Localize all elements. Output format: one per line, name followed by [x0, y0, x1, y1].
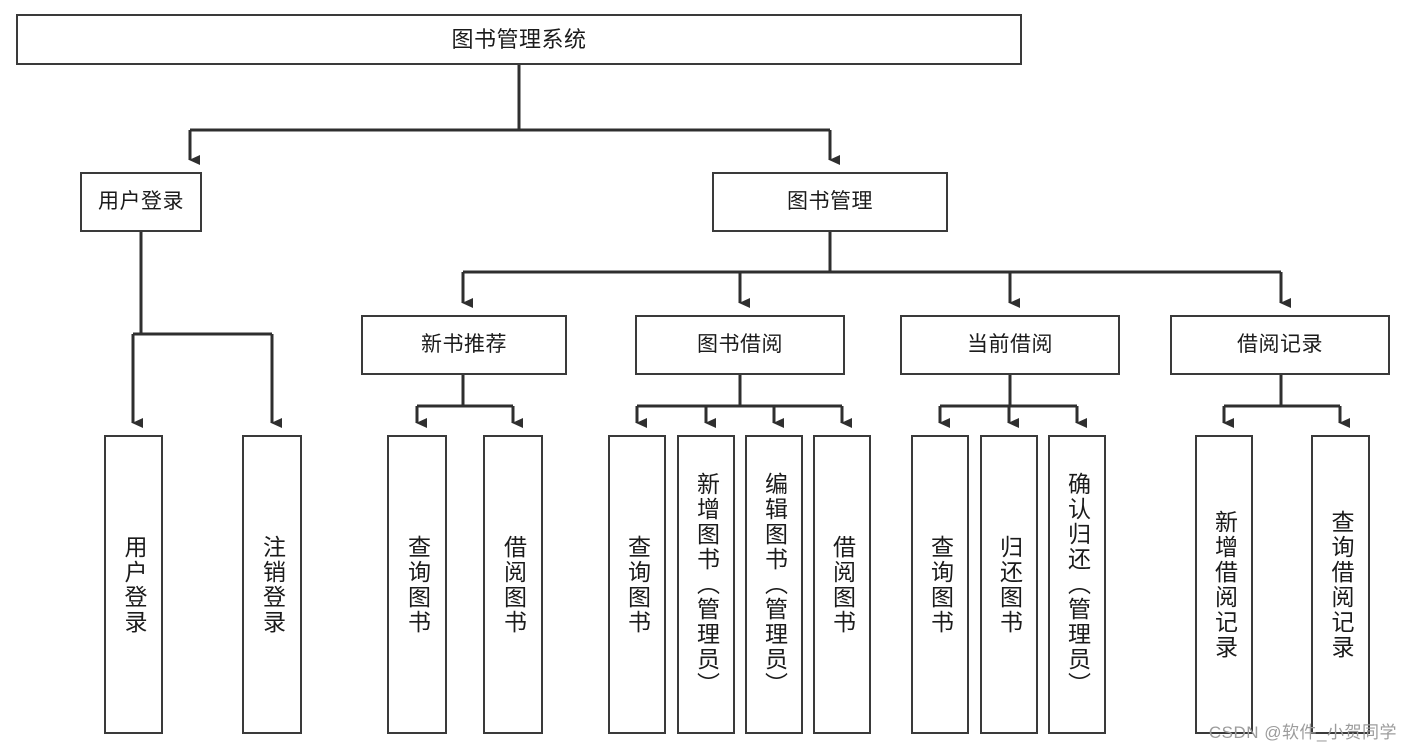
- node-new-book-recommend[interactable]: 新书推荐: [361, 315, 567, 375]
- node-leaf-query-book-3[interactable]: 查询图书: [911, 435, 969, 734]
- node-leaf-confirm-return-label: 确认归还（管理员）: [1064, 472, 1091, 697]
- node-borrow-record[interactable]: 借阅记录: [1170, 315, 1390, 375]
- node-root[interactable]: 图书管理系统: [16, 14, 1022, 65]
- node-leaf-add-record[interactable]: 新增借阅记录: [1195, 435, 1253, 734]
- node-book-management-label: 图书管理: [787, 189, 873, 213]
- node-leaf-borrow-book-2[interactable]: 借阅图书: [813, 435, 871, 734]
- node-leaf-query-book-1[interactable]: 查询图书: [387, 435, 447, 734]
- node-leaf-borrow-book-2-label: 借阅图书: [829, 534, 856, 635]
- node-new-book-recommend-label: 新书推荐: [421, 332, 507, 356]
- node-leaf-query-book-2[interactable]: 查询图书: [608, 435, 666, 734]
- node-user-login[interactable]: 用户登录: [80, 172, 202, 232]
- node-current-borrow-label: 当前借阅: [967, 332, 1053, 356]
- node-leaf-return-book-label: 归还图书: [996, 534, 1023, 635]
- node-root-label: 图书管理系统: [451, 26, 587, 52]
- node-book-borrow-label: 图书借阅: [697, 332, 783, 356]
- node-leaf-logout-label: 注销登录: [259, 534, 286, 635]
- csdn-watermark: CSDN @软件_小贺同学: [1208, 723, 1397, 742]
- node-leaf-user-login-label: 用户登录: [121, 534, 147, 635]
- node-leaf-add-book-label: 新增图书（管理员）: [693, 472, 720, 697]
- node-leaf-confirm-return[interactable]: 确认归还（管理员）: [1048, 435, 1106, 734]
- node-book-borrow[interactable]: 图书借阅: [635, 315, 845, 375]
- node-leaf-return-book[interactable]: 归还图书: [980, 435, 1038, 734]
- node-user-login-label: 用户登录: [98, 189, 184, 213]
- node-leaf-add-record-label: 新增借阅记录: [1211, 509, 1238, 660]
- node-current-borrow[interactable]: 当前借阅: [900, 315, 1120, 375]
- node-leaf-query-book-3-label: 查询图书: [927, 534, 954, 635]
- node-leaf-edit-book-label: 编辑图书（管理员）: [761, 472, 788, 697]
- node-leaf-query-record[interactable]: 查询借阅记录: [1311, 435, 1370, 734]
- node-leaf-edit-book[interactable]: 编辑图书（管理员）: [745, 435, 803, 734]
- node-book-management[interactable]: 图书管理: [712, 172, 948, 232]
- node-leaf-query-book-2-label: 查询图书: [624, 534, 651, 635]
- node-leaf-borrow-book-1-label: 借阅图书: [500, 534, 527, 635]
- node-borrow-record-label: 借阅记录: [1237, 332, 1323, 356]
- node-leaf-logout[interactable]: 注销登录: [242, 435, 302, 734]
- node-leaf-add-book[interactable]: 新增图书（管理员）: [677, 435, 735, 734]
- node-leaf-user-login[interactable]: 用户登录: [104, 435, 163, 734]
- node-leaf-borrow-book-1[interactable]: 借阅图书: [483, 435, 543, 734]
- node-leaf-query-book-1-label: 查询图书: [404, 534, 431, 635]
- node-leaf-query-record-label: 查询借阅记录: [1328, 509, 1354, 660]
